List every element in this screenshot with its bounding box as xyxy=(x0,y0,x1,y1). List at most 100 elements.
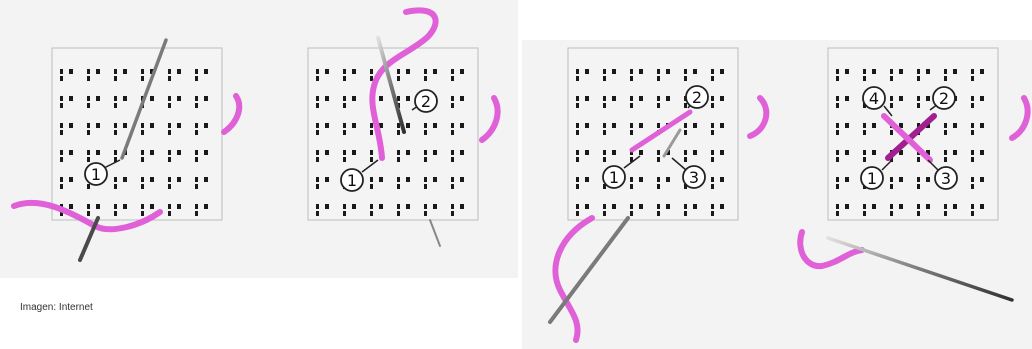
thread-end xyxy=(1009,95,1031,141)
fabric-hole xyxy=(711,69,714,74)
fabric-hole xyxy=(971,184,974,189)
step-marker-3-label: 3 xyxy=(689,168,699,187)
fabric-hole xyxy=(195,150,198,155)
fabric-hole xyxy=(657,177,660,182)
fabric-hole xyxy=(845,150,849,155)
fabric-hole xyxy=(451,177,454,182)
fabric-hole xyxy=(141,130,144,135)
fabric-hole xyxy=(711,130,714,135)
fabric-hole xyxy=(316,150,319,155)
fabric-hole xyxy=(953,69,957,74)
fabric-hole xyxy=(836,150,839,155)
fabric-hole xyxy=(585,69,589,74)
step-marker-1-label: 1 xyxy=(347,171,357,190)
fabric-hole xyxy=(397,177,400,182)
fabric-hole xyxy=(150,150,154,155)
step-2-panel: 2 1 xyxy=(307,7,501,247)
fabric-hole xyxy=(890,177,893,182)
fabric-hole xyxy=(424,123,427,128)
step-marker-4 xyxy=(862,86,886,110)
fabric-hole xyxy=(612,204,616,209)
fabric-hole xyxy=(836,177,839,182)
step-3-panel: 2 1 3 xyxy=(548,47,770,343)
fabric-hole xyxy=(168,96,171,101)
fabric-hole xyxy=(684,157,687,162)
fabric-hole xyxy=(168,211,171,216)
needle-lower xyxy=(548,216,630,324)
fabric-hole xyxy=(460,177,464,182)
fabric-hole xyxy=(141,204,144,209)
fabric-hole xyxy=(460,69,464,74)
fabric-hole xyxy=(343,150,346,155)
fabric-hole xyxy=(684,123,687,128)
fabric-hole xyxy=(944,150,947,155)
fabric-hole xyxy=(971,177,974,182)
fabric-hole xyxy=(460,96,464,101)
fabric-hole xyxy=(576,211,579,216)
fabric-hole xyxy=(379,177,383,182)
fabric-hole xyxy=(424,130,427,135)
fabric-hole xyxy=(114,184,117,189)
fabric-hole xyxy=(168,69,171,74)
step-marker-1-label: 1 xyxy=(91,165,101,184)
fabric-hole xyxy=(971,130,974,135)
fabric-hole xyxy=(343,130,346,135)
fabric-hole xyxy=(630,211,633,216)
fabric-hole xyxy=(87,69,90,74)
fabric-hole xyxy=(114,211,117,216)
thread xyxy=(797,229,865,270)
fabric-hole xyxy=(576,150,579,155)
fabric-hole xyxy=(863,123,866,128)
fabric-hole xyxy=(325,96,329,101)
fabric-hole xyxy=(711,123,714,128)
fabric-hole xyxy=(406,69,410,74)
fabric-hole xyxy=(451,211,454,216)
fabric-hole xyxy=(863,130,866,135)
fabric-hole xyxy=(666,96,670,101)
fabric-hole xyxy=(576,103,579,108)
fabric-hole xyxy=(433,123,437,128)
fabric-hole xyxy=(397,69,400,74)
fabric-hole xyxy=(141,123,144,128)
fabric-hole xyxy=(123,123,127,128)
fabric-hole xyxy=(168,177,171,182)
step-marker-3 xyxy=(934,166,958,190)
thread-end xyxy=(221,93,243,135)
fabric-hole xyxy=(123,177,127,182)
fabric-hole xyxy=(720,123,724,128)
label-leader xyxy=(623,155,641,169)
fabric-hole xyxy=(424,184,427,189)
fabric-hole xyxy=(899,177,903,182)
fabric-hole xyxy=(325,69,329,74)
fabric-hole xyxy=(684,204,687,209)
fabric-hole xyxy=(980,96,984,101)
fabric-hole xyxy=(872,69,876,74)
fabric-hole xyxy=(123,96,127,101)
fabric-hole xyxy=(585,96,589,101)
fabric-hole xyxy=(87,157,90,162)
fabric-hole xyxy=(316,157,319,162)
fabric-hole xyxy=(424,177,427,182)
fabric-hole xyxy=(630,96,633,101)
fabric-hole xyxy=(168,184,171,189)
fabric-hole xyxy=(195,177,198,182)
step-marker-1 xyxy=(860,166,884,190)
fabric-hole xyxy=(863,204,866,209)
fabric-hole xyxy=(603,123,606,128)
fabric-hole xyxy=(424,204,427,209)
fabric-hole xyxy=(917,96,920,101)
fabric-hole xyxy=(711,211,714,216)
fabric-hole xyxy=(899,69,903,74)
fabric-hole xyxy=(657,150,660,155)
fabric-hole xyxy=(630,76,633,81)
fabric-hole xyxy=(352,96,356,101)
fabric-hole xyxy=(195,96,198,101)
fabric-hole xyxy=(657,157,660,162)
fabric-hole xyxy=(639,123,643,128)
fabric-hole xyxy=(890,211,893,216)
fabric-hole xyxy=(177,123,181,128)
fabric-hole xyxy=(971,103,974,108)
thread xyxy=(369,7,439,161)
fabric-hole xyxy=(195,204,198,209)
fabric-hole xyxy=(177,204,181,209)
